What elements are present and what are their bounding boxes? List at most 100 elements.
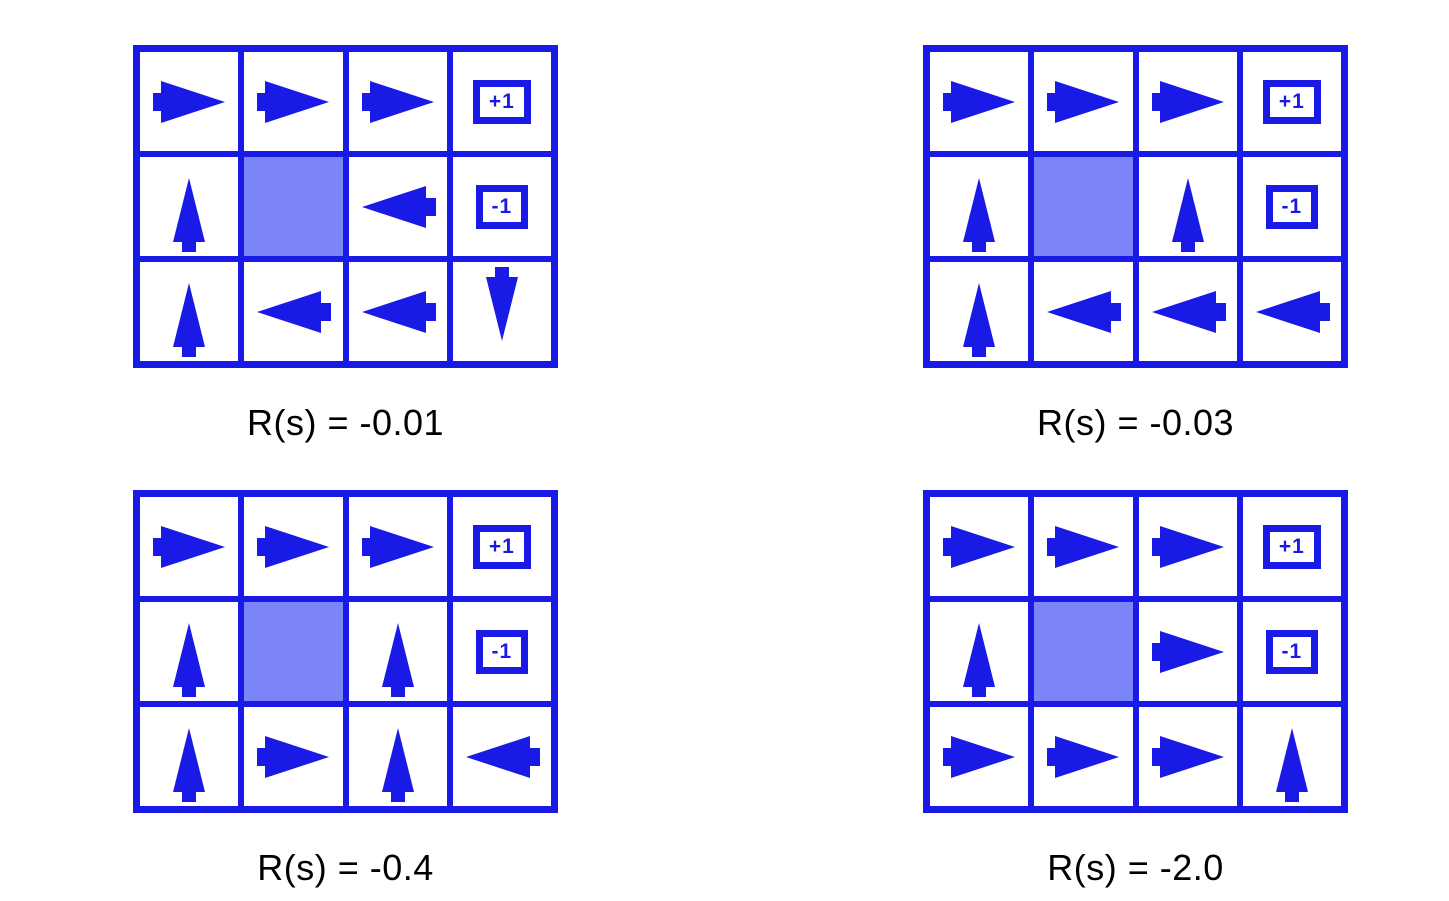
arrow-up-icon — [963, 622, 996, 697]
grid-cell-action[interactable] — [1138, 262, 1237, 361]
arrow-right-icon — [1047, 80, 1120, 123]
arrow-up-icon — [963, 177, 996, 252]
grid-cell-terminal[interactable]: +1 — [1242, 497, 1341, 596]
grid-cell-action[interactable] — [244, 497, 343, 596]
terminal-reward-badge: +1 — [1262, 79, 1321, 124]
terminal-reward-badge: -1 — [475, 184, 529, 229]
grid-cell-action[interactable] — [930, 602, 1029, 701]
grid-cell-action[interactable] — [348, 602, 447, 701]
grid-cell-action[interactable] — [348, 707, 447, 806]
arrow-left-icon — [465, 735, 540, 778]
grid-cell-terminal[interactable]: +1 — [1242, 52, 1341, 151]
panel-caption: R(s) = -2.0 — [1047, 847, 1224, 888]
grid-cell-action[interactable] — [140, 497, 239, 596]
arrow-right-icon — [943, 80, 1016, 123]
grid-cell-action[interactable] — [348, 52, 447, 151]
grid-cell-action[interactable] — [244, 52, 343, 151]
terminal-reward-badge: -1 — [1265, 629, 1319, 674]
grid-cell-action[interactable] — [930, 52, 1029, 151]
arrow-up-icon — [173, 282, 206, 357]
grid-cell-action[interactable] — [140, 157, 239, 256]
arrow-right-icon — [153, 525, 226, 568]
arrow-up-icon — [381, 727, 414, 802]
arrow-right-icon — [1151, 525, 1224, 568]
grid-cell-action[interactable] — [1138, 602, 1237, 701]
terminal-reward-badge: -1 — [1265, 184, 1319, 229]
arrow-right-icon — [943, 735, 1016, 778]
gridworld-panel-r-2-0: +1 -1 — [923, 490, 1348, 813]
grid-cell-action[interactable] — [348, 157, 447, 256]
arrow-left-icon — [1255, 290, 1330, 333]
arrow-down-icon — [485, 266, 518, 341]
arrow-left-icon — [1151, 290, 1226, 333]
arrow-up-icon — [173, 727, 206, 802]
panel-caption: R(s) = -0.4 — [257, 847, 434, 888]
grid-cell-action[interactable] — [1138, 497, 1237, 596]
arrow-up-icon — [381, 622, 414, 697]
grid-cell-terminal[interactable]: -1 — [1242, 602, 1341, 701]
arrow-right-icon — [1047, 735, 1120, 778]
grid-cell-action[interactable] — [930, 157, 1029, 256]
gridworld-panel-r-0-03: +1 -1 — [923, 45, 1348, 368]
terminal-reward-badge: +1 — [472, 79, 531, 124]
grid-cell-action[interactable] — [930, 262, 1029, 361]
panel-caption: R(s) = -0.03 — [1036, 402, 1235, 443]
grid-cell-action[interactable] — [140, 707, 239, 806]
grid-cell-wall[interactable] — [1034, 157, 1133, 256]
arrow-right-icon — [1151, 80, 1224, 123]
grid-cell-action[interactable] — [140, 52, 239, 151]
grid-cell-terminal[interactable]: -1 — [452, 602, 551, 701]
arrow-right-icon — [943, 525, 1016, 568]
grid-cell-terminal[interactable]: -1 — [1242, 157, 1341, 256]
arrow-right-icon — [257, 735, 330, 778]
panel-caption: R(s) = -0.01 — [246, 402, 445, 443]
arrow-right-icon — [257, 525, 330, 568]
grid-cell-action[interactable] — [244, 262, 343, 361]
grid-cell-action[interactable] — [452, 707, 551, 806]
grid-cell-terminal[interactable]: +1 — [452, 52, 551, 151]
terminal-reward-badge: +1 — [472, 524, 531, 569]
grid-cell-wall[interactable] — [1034, 602, 1133, 701]
grid-cell-action[interactable] — [1138, 52, 1237, 151]
arrow-up-icon — [1275, 727, 1308, 802]
terminal-reward-badge: +1 — [1262, 524, 1321, 569]
grid-cell-action[interactable] — [1242, 707, 1341, 806]
grid-cell-action[interactable] — [1138, 707, 1237, 806]
grid-cell-action[interactable] — [1138, 157, 1237, 256]
grid-cell-action[interactable] — [244, 707, 343, 806]
arrow-right-icon — [1047, 525, 1120, 568]
grid-cell-action[interactable] — [348, 497, 447, 596]
grid-cell-action[interactable] — [1034, 52, 1133, 151]
arrow-right-icon — [361, 525, 434, 568]
arrow-left-icon — [361, 290, 436, 333]
grid-cell-action[interactable] — [1034, 262, 1133, 361]
grid-cell-action[interactable] — [140, 602, 239, 701]
gridworld-panel-r-0-4: +1 -1 — [133, 490, 558, 813]
grid-cell-terminal[interactable]: -1 — [452, 157, 551, 256]
grid-cell-action[interactable] — [930, 707, 1029, 806]
grid-cell-action[interactable] — [140, 262, 239, 361]
arrow-up-icon — [1171, 177, 1204, 252]
arrow-right-icon — [153, 80, 226, 123]
arrow-left-icon — [257, 290, 332, 333]
grid-cell-wall[interactable] — [244, 602, 343, 701]
grid-cell-action[interactable] — [1034, 497, 1133, 596]
grid-cell-action[interactable] — [930, 497, 1029, 596]
grid-cell-wall[interactable] — [244, 157, 343, 256]
grid-cell-action[interactable] — [1034, 707, 1133, 806]
grid-cell-action[interactable] — [452, 262, 551, 361]
arrow-up-icon — [173, 622, 206, 697]
arrow-right-icon — [361, 80, 434, 123]
arrow-right-icon — [1151, 630, 1224, 673]
arrow-up-icon — [173, 177, 206, 252]
grid-cell-action[interactable] — [1242, 262, 1341, 361]
arrow-right-icon — [257, 80, 330, 123]
grid-cell-terminal[interactable]: +1 — [452, 497, 551, 596]
grid-cell-action[interactable] — [348, 262, 447, 361]
arrow-right-icon — [1151, 735, 1224, 778]
